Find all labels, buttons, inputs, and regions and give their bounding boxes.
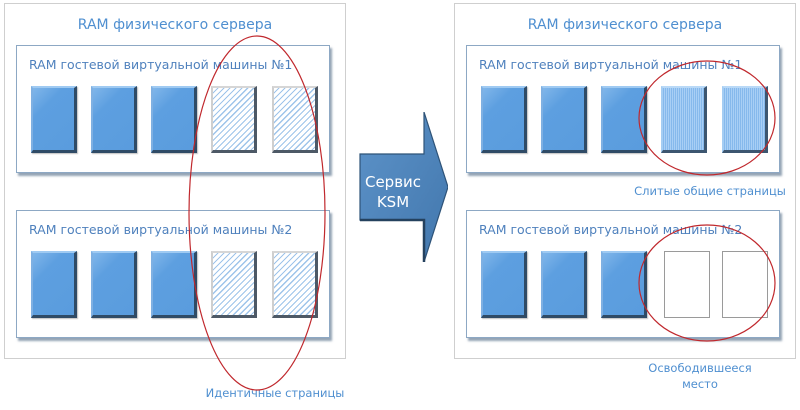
freed-space-caption: Освободившееся место — [640, 360, 760, 392]
merged-page — [722, 86, 768, 153]
merged-page — [661, 86, 707, 153]
ksm-label-line2: KSM — [376, 193, 410, 211]
right-physical-server: RAM физического сервера RAM гостевой вир… — [454, 3, 796, 359]
left-vm1-title: RAM гостевой виртуальной машины №1 — [29, 57, 293, 72]
identical-page — [211, 86, 257, 153]
right-vm1-title: RAM гостевой виртуальной машины №1 — [479, 57, 743, 72]
left-vm2: RAM гостевой виртуальной машины №2 — [16, 210, 330, 338]
identical-page — [272, 251, 318, 318]
right-vm1: RAM гостевой виртуальной машины №1 — [466, 45, 780, 173]
memory-page — [91, 86, 137, 153]
identical-page — [272, 86, 318, 153]
right-vm2: RAM гостевой виртуальной машины №2 — [466, 210, 780, 338]
freed-page — [722, 251, 768, 318]
left-server-title: RAM физического сервера — [77, 17, 273, 33]
right-server-title: RAM физического сервера — [527, 17, 723, 33]
ksm-arrow-icon — [359, 112, 448, 262]
memory-page — [151, 251, 197, 318]
merged-pages-caption: Слитые общие страницы — [634, 184, 786, 198]
identical-pages-caption: Идентичные страницы — [205, 386, 345, 400]
ksm-label-line1: Сервис — [364, 173, 422, 191]
memory-page — [151, 86, 197, 153]
memory-page — [481, 251, 527, 318]
memory-page — [541, 86, 587, 153]
left-vm2-title: RAM гостевой виртуальной машины №2 — [29, 222, 293, 237]
memory-page — [31, 251, 77, 318]
memory-page — [481, 86, 527, 153]
memory-page — [601, 251, 647, 318]
memory-page — [91, 251, 137, 318]
right-vm2-title: RAM гостевой виртуальной машины №2 — [479, 222, 743, 237]
left-physical-server: RAM физического сервера RAM гостевой вир… — [4, 3, 346, 359]
freed-page — [664, 251, 710, 318]
left-vm1: RAM гостевой виртуальной машины №1 — [16, 45, 330, 173]
memory-page — [541, 251, 587, 318]
identical-page — [211, 251, 257, 318]
memory-page — [601, 86, 647, 153]
freed-caption-line1: Освободившееся — [648, 361, 752, 375]
memory-page — [31, 86, 77, 153]
freed-caption-line2: место — [682, 377, 718, 391]
ksm-service-label: Сервис KSM — [362, 172, 424, 212]
